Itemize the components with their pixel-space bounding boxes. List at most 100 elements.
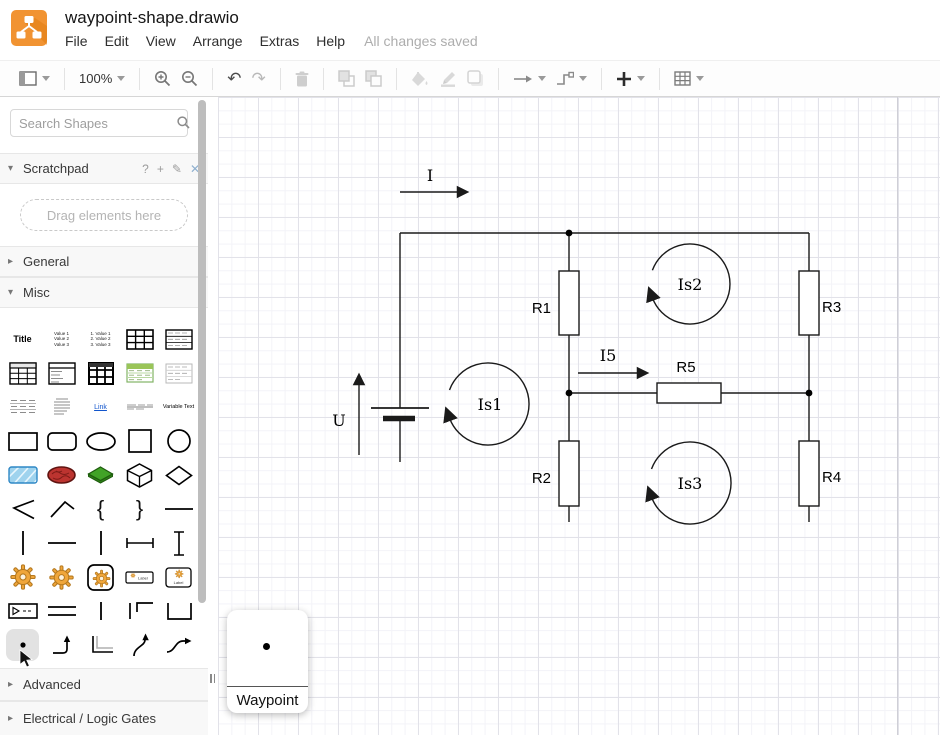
resistor-r5[interactable]: R5 <box>656 359 722 404</box>
section-scratchpad[interactable]: ▾ Scratchpad ? + ✎ ✕ <box>0 153 208 184</box>
shape-curve-right[interactable] <box>42 492 81 526</box>
undo-button[interactable]: ↶ <box>222 66 246 92</box>
shape-gear[interactable] <box>3 560 42 594</box>
canvas[interactable]: U I I5 R1 R2 R3 <box>218 97 940 735</box>
save-status[interactable]: All changes saved <box>364 33 478 49</box>
shape-text-block[interactable] <box>42 390 81 424</box>
voltage-source[interactable]: U <box>332 372 429 455</box>
circuit-wires[interactable] <box>399 232 810 522</box>
current-arrow-i5[interactable]: I5 <box>578 346 650 380</box>
shape-horizontal-dimension-line[interactable] <box>120 526 159 560</box>
menu-arrange[interactable]: Arrange <box>192 33 243 49</box>
to-back-button[interactable] <box>360 66 387 92</box>
table-button[interactable] <box>669 66 709 92</box>
shape-left-brace[interactable]: { <box>96 496 105 521</box>
sidebar-resizer[interactable] <box>208 97 218 735</box>
shape-isometric-square[interactable] <box>81 458 120 492</box>
shape-table-header[interactable] <box>3 356 42 390</box>
help-icon[interactable]: ? <box>142 161 149 176</box>
shape-rectangle[interactable] <box>3 424 42 458</box>
shape-square[interactable] <box>120 424 159 458</box>
shape-horizontal-line-2[interactable] <box>42 526 81 560</box>
shape-rounded-rectangle[interactable] <box>42 424 81 458</box>
menu-file[interactable]: File <box>65 33 88 49</box>
shadow-button[interactable] <box>462 66 489 92</box>
shape-curve-left[interactable] <box>3 492 42 526</box>
waypoint-preview-dot-icon <box>263 643 270 650</box>
shape-partial-rectangle-bottom[interactable] <box>159 594 198 628</box>
menu-edit[interactable]: Edit <box>104 33 129 49</box>
waypoints-button[interactable] <box>551 66 592 92</box>
edit-icon[interactable]: ✎ <box>171 161 182 176</box>
shape-partial-rectangle-top[interactable] <box>120 594 159 628</box>
shape-strikethrough-text[interactable] <box>120 390 159 424</box>
shape-gear-label[interactable]: Label <box>159 560 198 594</box>
add-icon[interactable]: + <box>156 161 164 176</box>
delete-button[interactable] <box>290 66 314 92</box>
connection-button[interactable] <box>508 66 551 92</box>
section-electrical[interactable]: ▸ Electrical / Logic Gates <box>0 701 208 735</box>
shape-preview-popup: Waypoint <box>227 610 308 713</box>
shape-gear-box[interactable] <box>81 560 120 594</box>
current-arrow-i[interactable]: I <box>400 166 470 199</box>
shape-crossfunctional-table[interactable] <box>81 356 120 390</box>
shape-corner-arrow[interactable] <box>42 628 81 662</box>
shape-table-text[interactable] <box>159 322 198 356</box>
section-misc[interactable]: ▾ Misc <box>0 277 208 308</box>
line-color-button[interactable] <box>434 66 462 92</box>
shape-hatched-rectangle[interactable] <box>3 458 42 492</box>
shape-vertical-bar[interactable] <box>81 594 120 628</box>
shape-table-plain[interactable] <box>159 356 198 390</box>
scratchpad-drop-zone[interactable]: Drag elements here <box>20 199 188 231</box>
shape-scribble-ellipse[interactable] <box>42 458 81 492</box>
section-advanced[interactable]: ▸ Advanced <box>0 668 208 701</box>
shape-corner-double-line[interactable] <box>81 628 120 662</box>
shape-table-3x3[interactable] <box>120 322 159 356</box>
loop-is1[interactable]: Is1 <box>443 362 530 446</box>
shape-gear-alt[interactable] <box>42 560 81 594</box>
shape-circle[interactable] <box>159 424 198 458</box>
shape-gear-label-small[interactable]: Label <box>120 560 159 594</box>
resistor-r4[interactable]: R4 <box>798 440 841 507</box>
resistor-r3[interactable]: R3 <box>798 270 841 336</box>
shape-ellipse[interactable] <box>81 424 120 458</box>
sidebar-scrollbar[interactable] <box>198 100 206 603</box>
shape-vertical-s-arrow[interactable] <box>120 628 159 662</box>
shape-vertical-dimension-line[interactable] <box>159 526 198 560</box>
page-view-button[interactable] <box>14 66 55 92</box>
loop-is2[interactable]: Is2 <box>646 243 731 325</box>
shape-title[interactable]: Title <box>13 334 32 344</box>
close-icon[interactable]: ✕ <box>189 161 200 176</box>
shape-cube[interactable] <box>120 458 159 492</box>
shape-horizontal-s-arrow[interactable] <box>159 628 198 662</box>
resistor-r1[interactable]: R1 <box>532 270 580 336</box>
menu-view[interactable]: View <box>145 33 176 49</box>
shape-table-green[interactable] <box>120 356 159 390</box>
shape-vertical-line[interactable] <box>3 526 42 560</box>
zoom-out-button[interactable] <box>176 66 203 92</box>
resistor-r2[interactable]: R2 <box>532 440 580 507</box>
shape-diamond[interactable] <box>159 458 198 492</box>
shape-right-brace[interactable]: } <box>135 496 144 521</box>
section-general[interactable]: ▸ General <box>0 246 208 277</box>
search-input[interactable] <box>10 109 188 137</box>
zoom-in-button[interactable] <box>149 66 176 92</box>
shape-vertical-line-2[interactable] <box>81 526 120 560</box>
loop-is3[interactable]: Is3 <box>645 441 732 525</box>
shape-callout-rect[interactable] <box>3 594 42 628</box>
shape-parallel-lines[interactable] <box>42 594 81 628</box>
menu-extras[interactable]: Extras <box>259 33 300 49</box>
shape-horizontal-line[interactable] <box>159 492 198 526</box>
shape-variable-text[interactable]: Variable Text <box>162 404 195 410</box>
shape-link[interactable]: Link <box>94 403 107 411</box>
zoom-level-button[interactable]: 100% <box>74 66 130 92</box>
shape-numbered-list[interactable]: 1. Value 1 2. Value 2 3. Value 3 <box>90 330 111 347</box>
to-front-button[interactable] <box>333 66 360 92</box>
insert-button[interactable] <box>611 66 650 92</box>
shape-unordered-list[interactable]: Value 1 Value 2 Value 3 <box>54 330 69 347</box>
redo-button[interactable]: ↷ <box>247 66 271 92</box>
shape-table-title[interactable] <box>42 356 81 390</box>
shape-table-rows[interactable] <box>3 390 42 424</box>
menu-help[interactable]: Help <box>316 33 346 49</box>
fill-color-button[interactable] <box>406 66 434 92</box>
